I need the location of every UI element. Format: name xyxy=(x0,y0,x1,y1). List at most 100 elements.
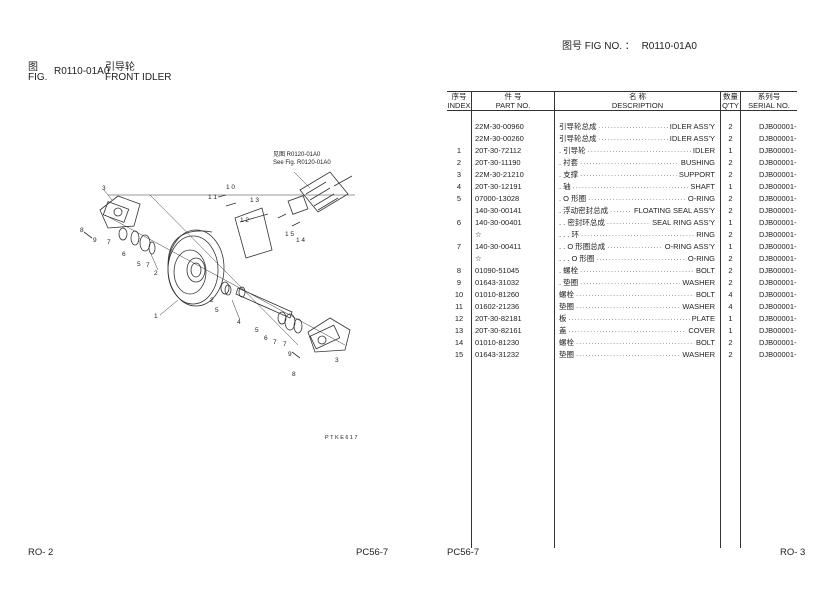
row-qty: 1 xyxy=(728,146,733,155)
row-index: 14 xyxy=(454,338,464,347)
row-index: 9 xyxy=(456,278,462,287)
row-qty: 4 xyxy=(728,302,733,311)
row-desc-zh: . . . O 形圈 xyxy=(559,254,595,263)
row-serial: DJB00001- xyxy=(759,206,797,215)
row-desc-en: PLATE xyxy=(691,314,715,323)
row-part-no: 140-30-00141 xyxy=(475,206,522,215)
row-serial: DJB00001- xyxy=(759,326,797,335)
row-desc-en: RING xyxy=(696,230,715,239)
row-desc-en: SEAL RING ASS'Y xyxy=(652,218,715,227)
callout-7a: 7 xyxy=(107,239,111,246)
row-qty: 1 xyxy=(728,326,733,335)
fig-label-zh: 图 xyxy=(28,62,38,73)
row-leader: ........................................ xyxy=(610,205,632,214)
callout-15: 1 5 xyxy=(285,231,294,238)
row-part-no: 20T-30-82161 xyxy=(475,326,522,335)
row-qty: 2 xyxy=(728,254,733,263)
row-part-no: ☆ xyxy=(475,254,482,263)
row-desc-en: WASHER xyxy=(682,278,715,287)
row-leader: ........................................ xyxy=(606,217,651,226)
row-part-no: 20T-30-11190 xyxy=(475,158,521,167)
left-page-number: RO- 2 xyxy=(28,547,54,558)
row-qty: 1 xyxy=(728,182,733,191)
row-part-no: 01643-31232 xyxy=(475,350,520,359)
row-desc-en: O-RING ASS'Y xyxy=(664,242,715,251)
row-qty: 4 xyxy=(728,290,733,299)
callout-12: 1 2 xyxy=(240,217,249,224)
callout-7b: 7 xyxy=(146,262,150,269)
row-leader: ........................................ xyxy=(598,121,668,130)
fig-title-zh: 引导轮 xyxy=(105,62,135,73)
row-serial: DJB00001- xyxy=(759,134,797,143)
row-desc-en: FLOATING SEAL ASS'Y xyxy=(633,206,715,215)
row-part-no: 07000-13028 xyxy=(475,194,520,203)
row-qty: 2 xyxy=(728,350,733,359)
row-serial: DJB00001- xyxy=(759,266,797,275)
row-qty: 2 xyxy=(728,170,733,179)
row-part-no: 22M-30-00960 xyxy=(475,122,524,131)
row-desc-en: BUSHING xyxy=(680,158,715,167)
callout-8b: 8 xyxy=(292,371,296,378)
row-leader: ........................................ xyxy=(580,277,680,286)
row-serial: DJB00001- xyxy=(759,254,797,263)
row-desc-en: WASHER xyxy=(682,302,715,311)
row-qty: 1 xyxy=(728,242,733,251)
row-part-no: 01010-81260 xyxy=(475,290,520,299)
row-leader: ........................................ xyxy=(581,229,695,238)
row-desc-en: IDLER ASS'Y xyxy=(669,134,715,143)
row-qty: 2 xyxy=(728,266,733,275)
callout-4: 4 xyxy=(237,319,241,326)
row-serial: DJB00001- xyxy=(759,218,797,227)
row-qty: 1 xyxy=(728,314,733,323)
row-desc-zh: . . 密封环总成 xyxy=(559,218,605,227)
callout-2b: 2 xyxy=(210,297,214,304)
callout-11: 1 1 xyxy=(208,194,217,201)
row-desc-en: SHAFT xyxy=(690,182,715,191)
row-qty: 1 xyxy=(728,218,733,227)
row-desc-zh: 螺栓 xyxy=(559,290,574,299)
row-index: 15 xyxy=(454,350,464,359)
row-index: 5 xyxy=(456,194,462,203)
callout-5c: 5 xyxy=(255,327,259,334)
fig-no-label: 图号 FIG NO. ： xyxy=(562,41,635,52)
row-leader: ........................................ xyxy=(580,265,694,274)
row-qty: 2 xyxy=(728,158,733,167)
row-desc-zh: . 浮动密封总成 xyxy=(559,206,609,215)
row-desc-zh: 引导轮总成 xyxy=(559,122,597,131)
row-qty: 2 xyxy=(728,206,733,215)
left-model: PC56-7 xyxy=(356,547,389,558)
fig-label-en: FIG. xyxy=(28,72,48,83)
row-qty: 2 xyxy=(728,122,733,131)
row-desc-zh: . 支撑 xyxy=(559,170,579,179)
row-index: 2 xyxy=(456,158,462,167)
fig-number: R0110-01A0 xyxy=(54,66,110,77)
row-desc-zh: . . . 环 xyxy=(559,230,580,239)
callout-7d: 7 xyxy=(283,341,287,348)
row-qty: 2 xyxy=(728,134,733,143)
row-leader: ........................................ xyxy=(598,133,668,142)
row-leader: ........................................ xyxy=(568,325,687,334)
row-leader: ........................................ xyxy=(576,337,694,346)
row-desc-zh: 板 xyxy=(559,314,567,323)
row-leader: ........................................ xyxy=(568,313,690,322)
row-part-no: 01643-31032 xyxy=(475,278,520,287)
row-index: 3 xyxy=(456,170,462,179)
row-desc-zh: . 衬套 xyxy=(559,158,579,167)
row-serial: DJB00001- xyxy=(759,158,797,167)
callout-5a: 5 xyxy=(137,261,141,268)
right-model: PC56-7 xyxy=(447,547,480,558)
